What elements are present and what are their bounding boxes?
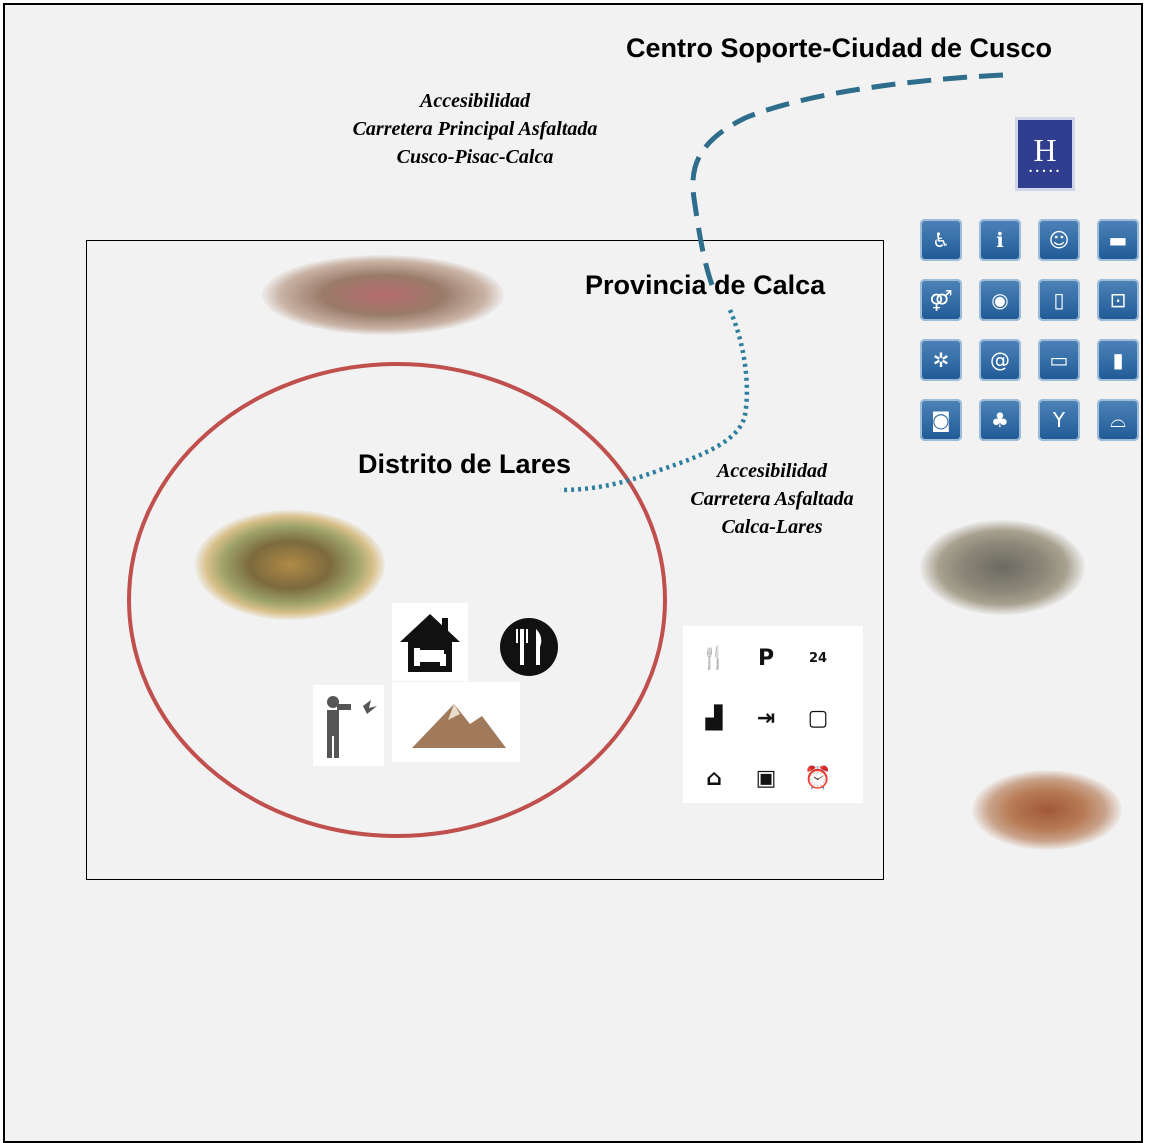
baby-icon: ☺ <box>1038 219 1080 261</box>
cathedral-photo <box>972 770 1122 850</box>
drinks-icon: ♣ <box>979 399 1021 441</box>
inca-wall-photo <box>920 520 1085 615</box>
local-road-line1: Accesibilidad <box>717 460 827 482</box>
exit-door-icon: ⇥ <box>756 705 776 731</box>
camera-icon: ◙ <box>920 399 962 441</box>
restaurant-icon: ◉ <box>979 279 1021 321</box>
local-road-accessibility: Accesibilidad Carretera Asfaltada Calca-… <box>662 457 882 541</box>
provincia-boundary <box>86 240 884 880</box>
service-24h-icon: 24 <box>808 650 828 666</box>
compass-icon: ✲ <box>920 339 962 381</box>
main-road-line1: Accesibilidad <box>420 90 530 112</box>
bed-icon: ▬ <box>1097 219 1139 261</box>
birdwatcher-icon <box>315 690 381 762</box>
wheelchair-icon: ♿ <box>920 219 962 261</box>
alarm-clock-icon: ⏰ <box>804 765 832 791</box>
info-icon: ℹ <box>979 219 1021 261</box>
main-road-accessibility: Accesibilidad Carretera Principal Asfalt… <box>300 87 650 171</box>
main-road-line2: Carretera Principal Asfaltada <box>352 118 598 140</box>
district-circle <box>127 362 667 838</box>
local-road-line <box>559 309 750 493</box>
centro-soporte-label: Centro Soporte-Ciudad de Cusco <box>626 33 1053 63</box>
provincia-label: Provincia de Calca <box>585 270 826 300</box>
local-road-line2: Carretera Asfaltada <box>690 488 854 510</box>
local-road-line3: Calca-Lares <box>721 516 823 538</box>
shop-icon: ▣ <box>755 765 777 791</box>
restaurant-round-icon <box>498 617 560 677</box>
internet-icon: @ <box>979 339 1021 381</box>
mountain-icon <box>398 690 516 756</box>
distrito-label: Distrito de Lares <box>358 449 572 479</box>
credit-card-icon: ▭ <box>1038 339 1080 381</box>
building-icon: ▟ <box>705 705 723 731</box>
services-panel <box>683 626 863 803</box>
luggage-icon: ⊡ <box>1097 279 1139 321</box>
restrooms-icon: ⚤ <box>920 279 962 321</box>
hotel-sign-letter: H <box>1033 131 1057 168</box>
birdwatching-box <box>313 685 384 766</box>
parking-icon: P <box>757 645 775 671</box>
house-bed-icon <box>396 608 464 678</box>
village-photo <box>195 510 385 620</box>
lodging-icon: ⌂ <box>706 765 722 791</box>
cutlery-icon: 🍴 <box>700 645 728 671</box>
main-road-line <box>690 72 1004 286</box>
market-photo <box>262 255 504 335</box>
tv-icon: ▢ <box>807 705 829 731</box>
phone-icon: ▮ <box>1097 339 1139 381</box>
main-road-line3: Cusco-Pisac-Calca <box>396 146 554 168</box>
room-service-icon: ⌓ <box>1097 399 1139 441</box>
cocktail-icon: Y <box>1038 399 1080 441</box>
minibar-icon: ▯ <box>1038 279 1080 321</box>
hotel-sign-icon: H ••••• <box>1015 117 1075 191</box>
